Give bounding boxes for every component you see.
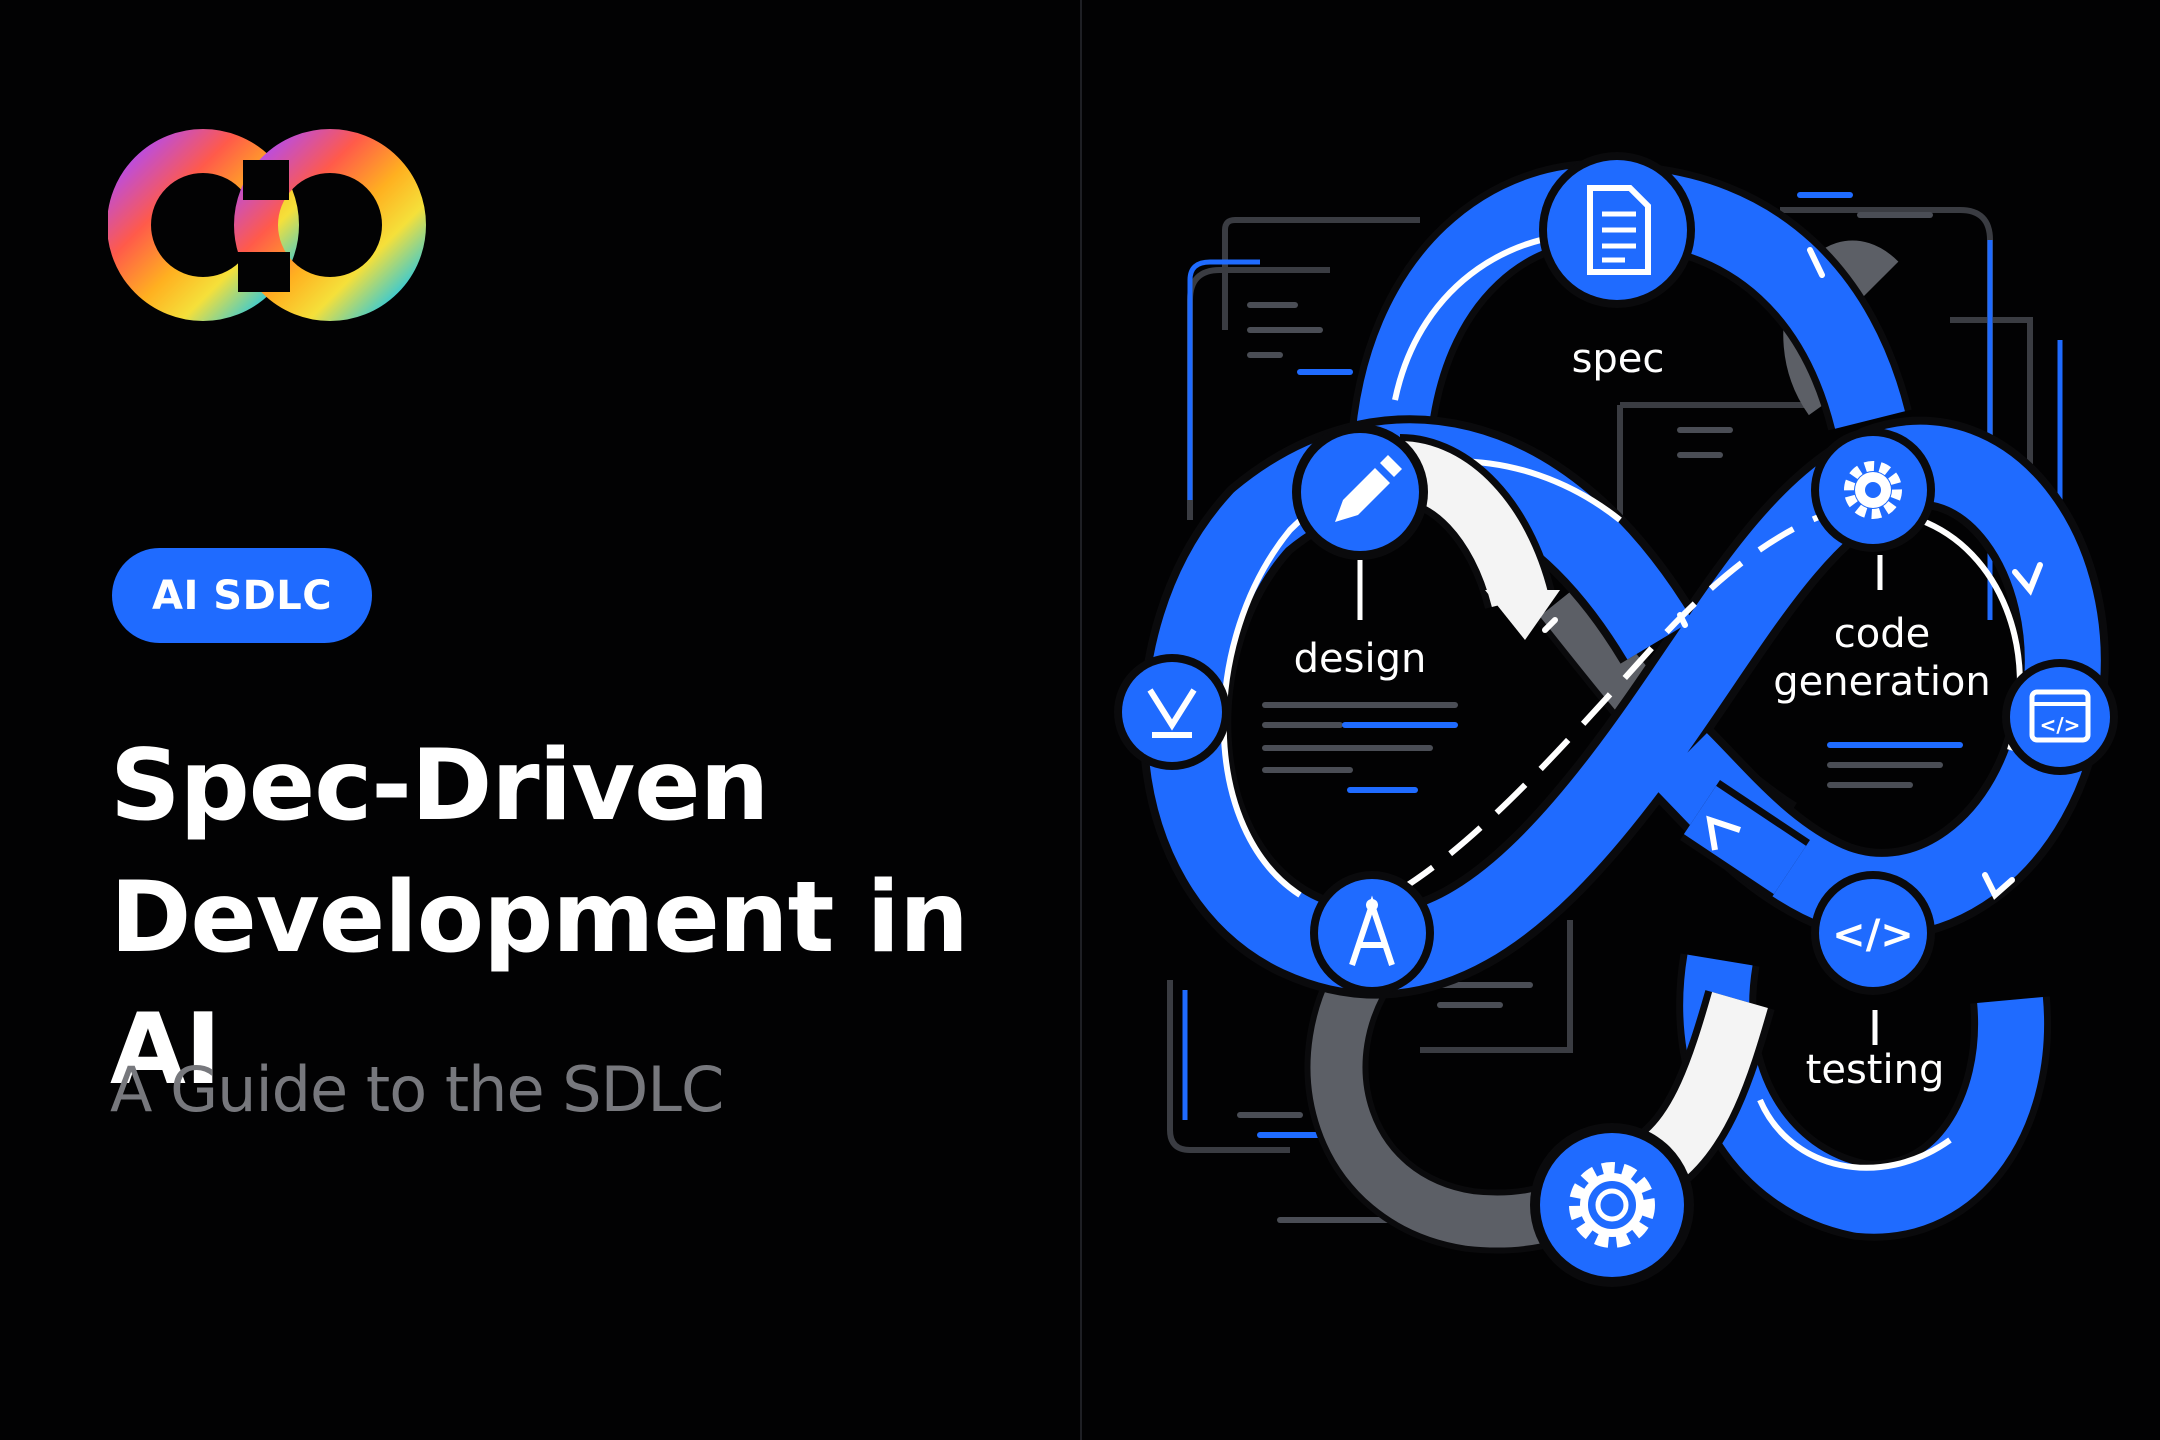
infinity-loop: [1139, 415, 2109, 999]
label-testing: testing: [1806, 1047, 1945, 1093]
sdlc-infinity-diagram: </> </> spec design code generation test…: [1114, 152, 2118, 1287]
title-line-1: Spec-Driven: [110, 729, 769, 843]
title-line-2: Development in AI: [110, 861, 969, 1107]
label-code-line-1: code: [1834, 611, 1930, 657]
page-title: Spec-Driven Development in AI: [110, 720, 1040, 1116]
infinity-logo-icon: [108, 129, 426, 321]
badge-label: AI SDLC: [152, 572, 333, 619]
document-icon: [1539, 152, 1695, 308]
connector-lines: [1357, 555, 1883, 1045]
svg-text:</>: </>: [2040, 713, 2081, 737]
category-badge: AI SDLC: [112, 548, 373, 643]
settings-icon: [1530, 1123, 1694, 1287]
tools-icon: [1114, 654, 1230, 770]
compass-icon: [1310, 871, 1434, 995]
code-icon: </>: [1811, 871, 1935, 995]
flow-arrowheads: [1542, 247, 2043, 900]
gear-icon: [1811, 428, 1935, 552]
code-window-icon: </>: [2002, 659, 2118, 775]
panel-divider: [1080, 0, 1082, 1440]
label-design: design: [1294, 636, 1427, 682]
page-subtitle: A Guide to the SDLC: [110, 1053, 724, 1126]
code-lines: [1237, 192, 1963, 1223]
label-spec: spec: [1572, 336, 1665, 382]
label-code-line-2: generation: [1773, 659, 1991, 705]
svg-text:</>: </>: [1832, 912, 1914, 958]
pencil-icon: [1292, 424, 1428, 560]
